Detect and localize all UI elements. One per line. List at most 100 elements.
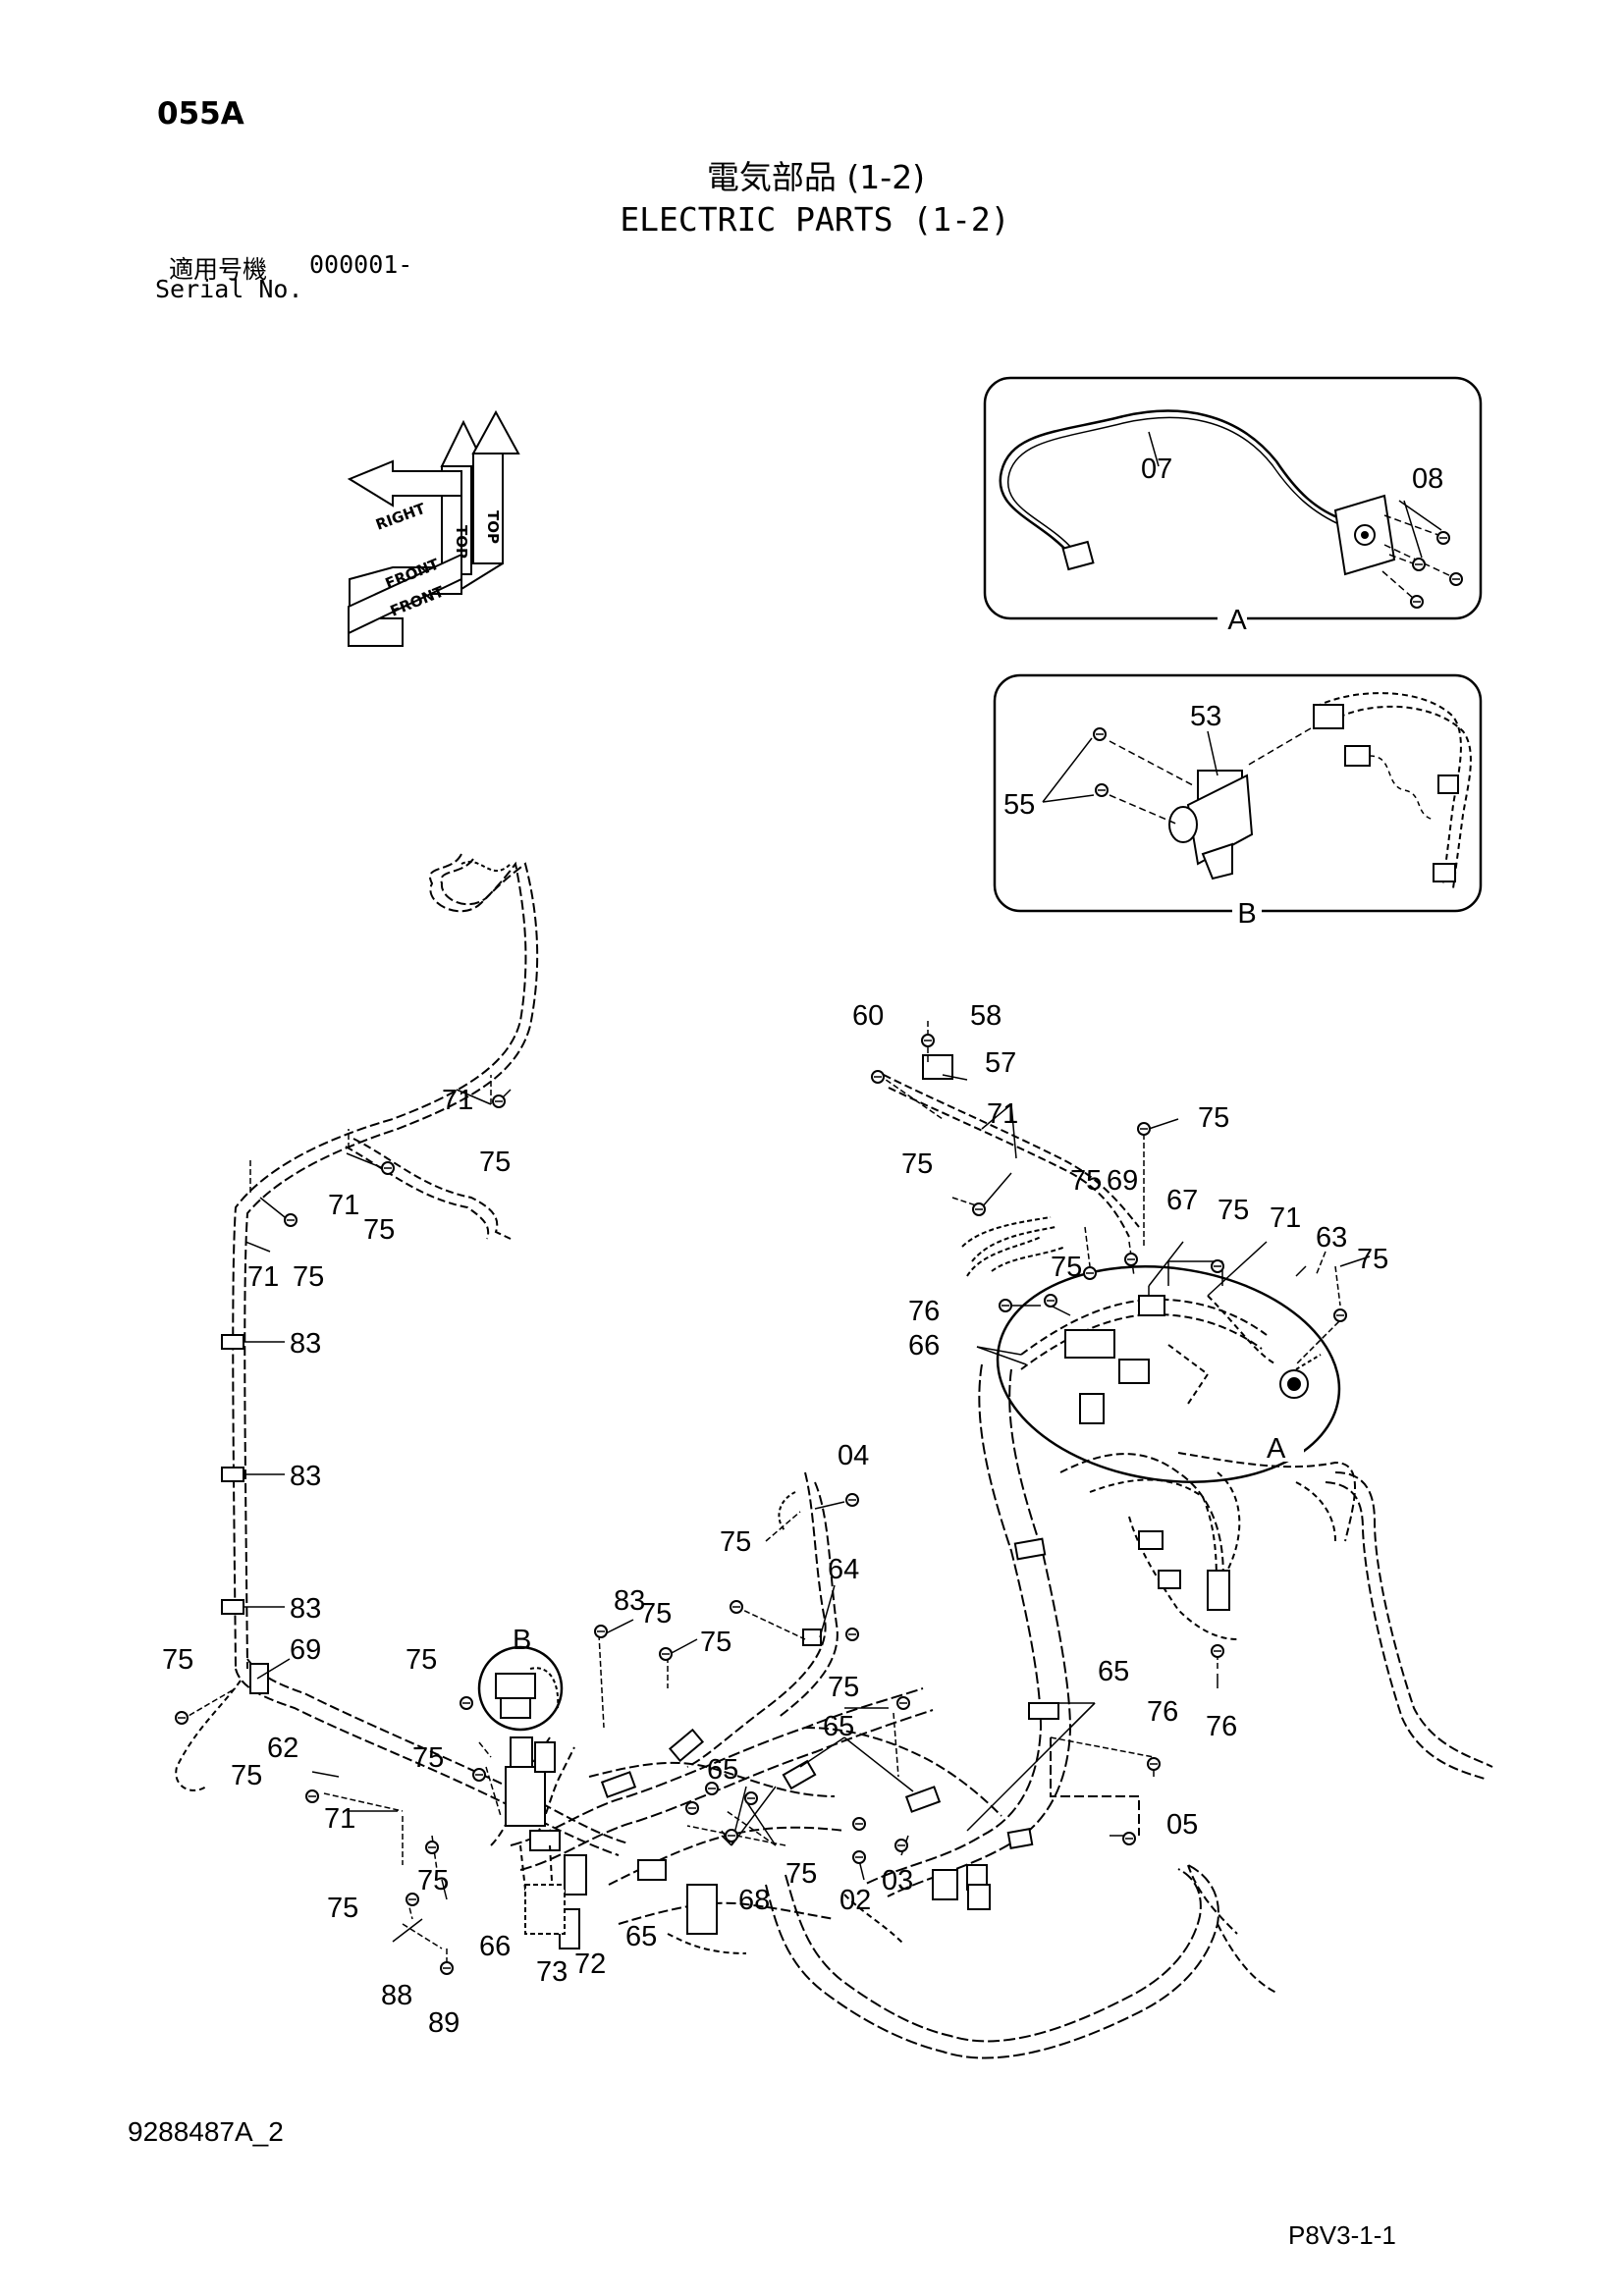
callout-75: 75 (640, 1598, 672, 1629)
callout-75: 75 (293, 1261, 324, 1293)
bolt-icon (175, 1711, 189, 1725)
callout-66: 66 (479, 1931, 511, 1962)
callout-67: 67 (1166, 1185, 1198, 1216)
bolt-icon (305, 1789, 319, 1803)
bolt-icon (284, 1213, 298, 1227)
callout-75: 75 (1070, 1165, 1102, 1197)
bolt-icon (1122, 1832, 1136, 1845)
callout-65: 65 (823, 1711, 854, 1742)
callout-75: 75 (363, 1214, 395, 1246)
inset-a-tag: A (1227, 605, 1247, 636)
callout-72: 72 (574, 1949, 606, 1980)
inset-a: 07 08 A (983, 376, 1483, 636)
drawing-number: 9288487A_2 (128, 2116, 284, 2147)
serial-label-english: Serial No. (155, 275, 303, 303)
bolt-icon (1124, 1253, 1138, 1266)
callout-55: 55 (1003, 789, 1035, 821)
bolt-icon (1449, 572, 1463, 586)
callout-66: 66 (908, 1330, 940, 1362)
bolt-icon (871, 1070, 885, 1084)
callout-labels: 60 58 57 71 75 75 75 69 67 75 71 63 75 7… (162, 1000, 1388, 2039)
page-code: 055A (157, 96, 244, 132)
bolt-icon (1093, 727, 1107, 741)
callout-75: 75 (1357, 1244, 1388, 1275)
bolt-icon (472, 1768, 486, 1782)
orientation-right-label: RIGHT (373, 500, 428, 534)
callout-05: 05 (1166, 1809, 1198, 1841)
bolt-icon (999, 1299, 1012, 1312)
callout-65: 65 (707, 1754, 738, 1786)
callout-75: 75 (700, 1627, 731, 1658)
callout-71: 71 (324, 1803, 355, 1835)
callout-73: 73 (536, 1956, 568, 1988)
bolt-icon (685, 1801, 699, 1815)
callout-71: 71 (247, 1261, 279, 1293)
callout-75: 75 (1051, 1252, 1082, 1283)
callout-75: 75 (162, 1644, 193, 1676)
page-title-japanese: 電気部品 (1-2) (706, 158, 926, 196)
callout-75: 75 (417, 1865, 449, 1896)
callout-07: 07 (1141, 454, 1172, 485)
callout-75: 75 (785, 1858, 817, 1890)
callout-75: 75 (412, 1742, 444, 1774)
callout-71: 71 (442, 1085, 473, 1116)
callout-75: 75 (327, 1893, 358, 1924)
main-harness-drawing (175, 853, 1493, 2059)
inset-b-tag: B (1237, 898, 1256, 930)
tag-b-main: B (513, 1625, 531, 1656)
callout-57: 57 (985, 1047, 1016, 1079)
bolt-icon (1044, 1294, 1057, 1308)
callout-89: 89 (428, 2007, 460, 2039)
bolt-icon (492, 1095, 506, 1108)
bolt-icon (852, 1817, 866, 1831)
callout-64: 64 (828, 1554, 859, 1585)
callout-62: 62 (267, 1733, 298, 1764)
bolt-icon (845, 1493, 859, 1507)
callout-69: 69 (290, 1634, 321, 1666)
bolt-icon (440, 1961, 454, 1975)
callout-75: 75 (231, 1760, 262, 1791)
page-reference: P8V3-1-1 (1288, 2220, 1396, 2250)
bolt-icon (1147, 1757, 1161, 1771)
callout-08: 08 (1412, 463, 1443, 495)
callout-63: 63 (1316, 1222, 1347, 1254)
callout-83: 83 (290, 1328, 321, 1360)
bolt-icon (1410, 595, 1424, 609)
bolt-icon (1137, 1122, 1151, 1136)
callout-75: 75 (720, 1526, 751, 1558)
orientation-top-label: TOP (453, 525, 470, 559)
leader-lines (181, 1021, 1371, 1973)
bolt-icon (845, 1628, 859, 1641)
callout-76: 76 (908, 1296, 940, 1327)
bolt-icon (1211, 1259, 1224, 1273)
callout-75: 75 (828, 1672, 859, 1703)
orientation-top-label-2: TOP (484, 510, 502, 544)
bolt-icon (1436, 531, 1450, 545)
callout-76: 76 (1206, 1711, 1237, 1742)
bolt-icon (1412, 558, 1426, 571)
bolt-icon (744, 1791, 758, 1805)
callout-53: 53 (1190, 701, 1221, 732)
callout-71: 71 (328, 1190, 359, 1221)
callout-75: 75 (901, 1148, 933, 1180)
serial-number-value: 000001- (309, 250, 413, 279)
bolt-icon (896, 1696, 910, 1710)
callout-71: 71 (987, 1098, 1018, 1130)
callout-83: 83 (290, 1461, 321, 1492)
bolt-icon (894, 1839, 908, 1852)
callout-69: 69 (1107, 1165, 1138, 1197)
callout-88: 88 (381, 1980, 412, 2011)
bolt-icon (921, 1034, 935, 1047)
callout-71: 71 (1270, 1202, 1301, 1234)
bolt-icon (594, 1625, 608, 1638)
callout-75: 75 (479, 1147, 511, 1178)
orientation-compass: TOP TOP RIGHT FRONT FRONT (347, 409, 520, 647)
serial-label-japanese: 適用号機 (169, 255, 268, 284)
callout-83: 83 (614, 1585, 645, 1617)
bolt-icon (852, 1850, 866, 1864)
tag-a-main: A (1267, 1433, 1286, 1465)
callout-68: 68 (738, 1885, 770, 1916)
bolt-icon (1333, 1308, 1347, 1322)
bolt-icon (972, 1202, 986, 1216)
bolt-icon (425, 1841, 439, 1854)
